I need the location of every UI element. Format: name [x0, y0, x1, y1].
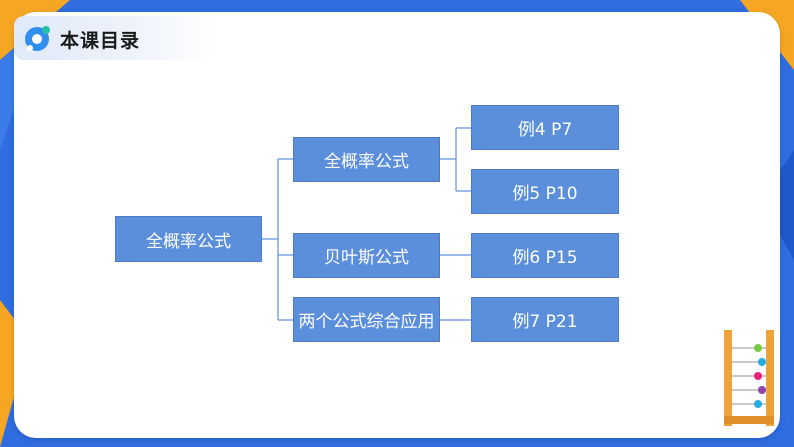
tech-logo-icon	[25, 26, 50, 51]
page-title: 本课目录	[60, 30, 141, 52]
example-7: 例7 P21	[471, 297, 619, 342]
branch-combined: 两个公式综合应用	[293, 297, 440, 342]
example-5: 例5 P10	[471, 169, 619, 214]
abacus-icon	[724, 330, 774, 426]
tree-root-node: 全概率公式	[115, 216, 262, 262]
branch-total-probability: 全概率公式	[293, 137, 440, 182]
branch-bayes: 贝叶斯公式	[293, 233, 440, 278]
example-4: 例4 P7	[471, 105, 619, 150]
example-6: 例6 P15	[471, 233, 619, 278]
